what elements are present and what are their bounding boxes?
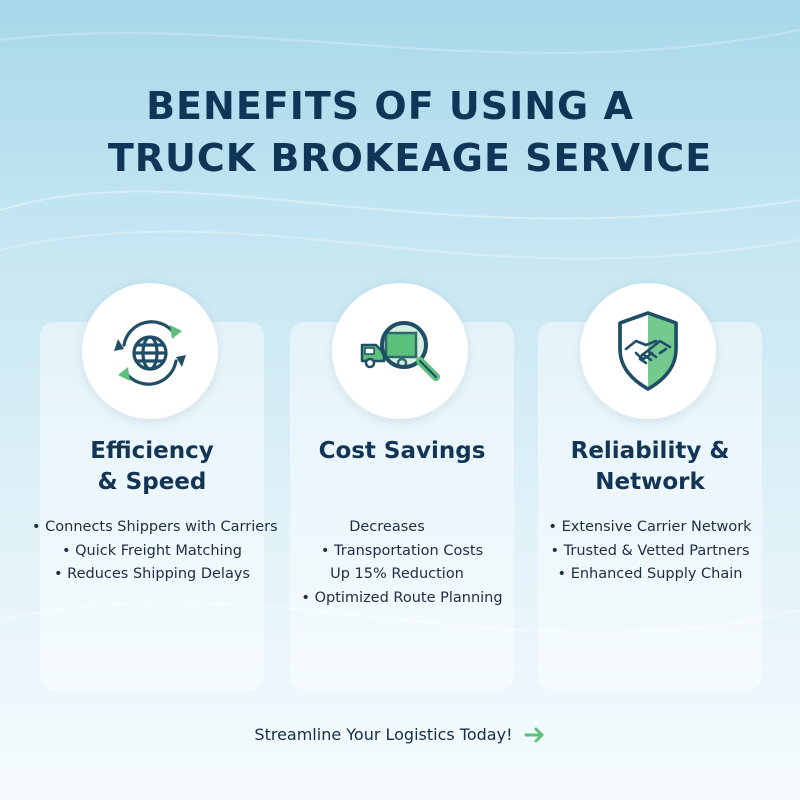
list-item: • Enhanced Supply Chain bbox=[557, 566, 743, 582]
list-item: • Reduces Shipping Delays bbox=[54, 566, 250, 582]
page-title-line-1: BENEFITS OF USING A bbox=[146, 84, 634, 128]
arrow-right-icon bbox=[524, 727, 544, 742]
card-bullets-cost-savings: Decreases • Transportation Costs Up 15% … bbox=[282, 516, 522, 610]
page-title-line-2: TRUCK BROKEAGE SERVICE bbox=[107, 136, 713, 180]
cta-text: Streamline Your Logistics Today! bbox=[254, 725, 513, 744]
truck-magnifier-icon bbox=[332, 283, 468, 419]
list-item: • Optimized Route Planning bbox=[301, 589, 503, 606]
card-bullets-reliability: • Extensive Carrier Network • Trusted & … bbox=[530, 516, 770, 587]
card-title-cost-savings: Cost Savings bbox=[318, 438, 486, 464]
card-title-efficiency: Efficiency& Speed bbox=[90, 438, 214, 495]
list-item: Decreases bbox=[349, 519, 425, 535]
list-item: • Connects Shippers with Carriers bbox=[32, 519, 278, 535]
list-item: • Transportation Costs bbox=[320, 542, 484, 559]
list-item: • Trusted & Vetted Partners bbox=[550, 542, 750, 559]
shield-handshake-icon bbox=[580, 283, 716, 419]
list-item: • Quick Freight Matching bbox=[61, 542, 242, 559]
card-title-reliability: Reliability &Network bbox=[570, 438, 730, 495]
cta-link[interactable]: Streamline Your Logistics Today! bbox=[0, 724, 800, 744]
list-item: • Extensive Carrier Network bbox=[548, 519, 752, 535]
globe-refresh-icon bbox=[82, 283, 218, 419]
list-item: Up 15% Reduction bbox=[330, 566, 464, 582]
card-bullets-efficiency: • Connects Shippers with Carriers • Quic… bbox=[32, 516, 278, 587]
